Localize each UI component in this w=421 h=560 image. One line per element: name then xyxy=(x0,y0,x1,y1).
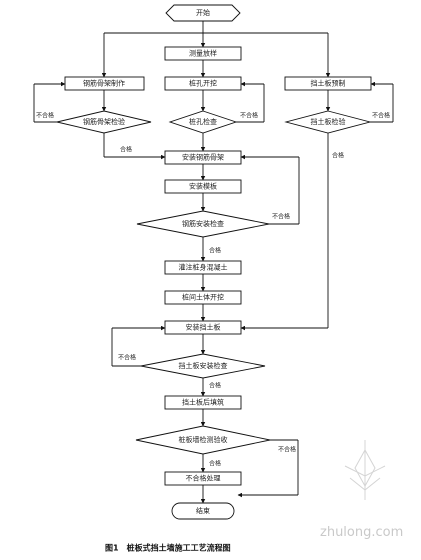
edge-label-pass-quality: 合格 xyxy=(209,460,221,468)
pour-concrete-label: 灌注桩身混凝土 xyxy=(179,263,228,272)
end-node xyxy=(171,502,235,520)
hole-check-label: 桩孔检查 xyxy=(189,117,217,126)
watermark-logo-icon xyxy=(344,440,386,500)
wall-plate-check-label: 挡土板检验 xyxy=(311,117,346,126)
edge-label-pass-plate: 合格 xyxy=(332,152,344,160)
figure-caption: 图1 桩板式挡土墙施工工艺流程图 xyxy=(105,543,231,553)
wall-plate-make-label: 挡土板预制 xyxy=(311,79,346,88)
install-plate-label: 安装挡土板 xyxy=(186,323,221,332)
steel-check-label: 钢筋骨架检验 xyxy=(83,117,125,126)
edge-label-pass-install: 合格 xyxy=(209,382,221,390)
pile-hole-label: 桩孔开挖 xyxy=(189,79,217,88)
edge-label-fail-steel: 不合格 xyxy=(36,112,54,120)
watermark-text: zhulong.com xyxy=(320,525,403,540)
cage-check-label: 钢筋安装检查 xyxy=(182,219,224,228)
edge-label-fail-hole: 不合格 xyxy=(240,112,258,120)
backfill-label: 挡土板后填筑 xyxy=(182,398,224,407)
edge-label-fail-quality: 不合格 xyxy=(278,446,296,454)
plate-check-label: 挡土板安装检查 xyxy=(179,361,228,370)
start-label: 开始 xyxy=(196,8,210,17)
steel-make-label: 钢筋骨架制作 xyxy=(83,79,125,88)
install-cage-label: 安装钢筋骨架 xyxy=(182,153,224,162)
formwork-label: 安装模板 xyxy=(189,182,217,191)
edge-label-fail-cage: 不合格 xyxy=(272,213,290,221)
end-label: 结束 xyxy=(196,506,210,515)
rework-label: 不合格处理 xyxy=(186,474,221,483)
edge-label-fail-plate: 不合格 xyxy=(372,112,390,120)
edge-label-fail-install: 不合格 xyxy=(118,354,136,362)
edge-label-pass-cage: 合格 xyxy=(209,247,221,255)
excavate-label: 桩间土体开挖 xyxy=(182,293,224,302)
start-node xyxy=(165,4,241,22)
edge-label-pass-steel: 合格 xyxy=(120,146,132,154)
survey-label: 测量放样 xyxy=(189,49,217,58)
quality-check-label: 桩板墙检测验收 xyxy=(179,435,228,444)
